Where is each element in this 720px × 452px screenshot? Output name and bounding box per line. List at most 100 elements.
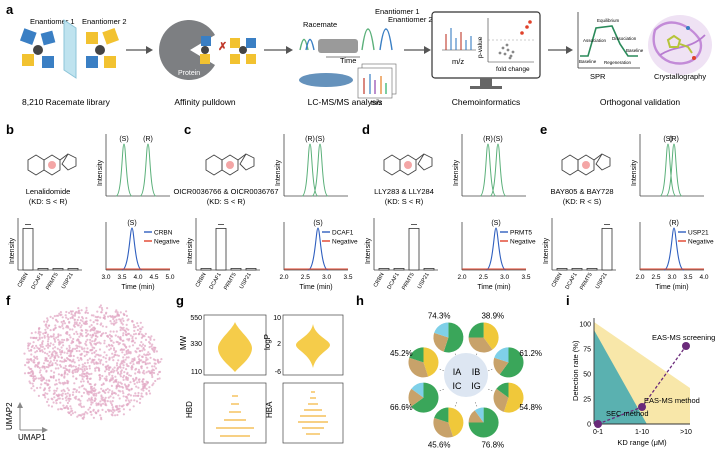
umap-point	[122, 392, 125, 395]
umap-point	[131, 366, 134, 369]
umap-point	[70, 413, 73, 416]
umap-point	[33, 347, 36, 350]
umap-point	[89, 334, 92, 337]
umap-point	[133, 357, 136, 360]
umap-point	[117, 354, 120, 357]
ms-mz-label: m/z	[371, 100, 383, 107]
umap-point	[100, 395, 103, 398]
umap-point	[104, 410, 107, 413]
umap-point	[143, 335, 146, 338]
umap-point	[81, 366, 84, 369]
umap-point	[146, 366, 149, 369]
umap-point	[140, 367, 143, 370]
umap-point	[40, 379, 44, 382]
umap-point	[52, 401, 55, 404]
bar-e-prmt5	[586, 268, 598, 271]
pie-chart-5: 45.6%	[428, 402, 464, 450]
umap-point	[44, 359, 47, 362]
umap-point	[60, 320, 63, 324]
umap-point	[54, 362, 57, 365]
logp-tick-low: -6	[275, 369, 281, 376]
umap-point	[134, 326, 137, 329]
umap-point	[119, 329, 122, 332]
umap-point	[99, 342, 102, 345]
umap-point	[89, 377, 92, 380]
umap-point	[88, 364, 91, 368]
umap-point	[73, 382, 76, 385]
umap-point	[108, 371, 111, 375]
umap-point	[98, 374, 101, 377]
umap-point	[108, 348, 111, 351]
umap-point	[43, 394, 46, 397]
umap-point	[49, 375, 52, 378]
umap-point	[112, 322, 115, 325]
umap-point	[127, 402, 130, 405]
bot-xtick-d-3: 3.5	[521, 274, 530, 281]
umap-point	[66, 337, 69, 341]
spr-baseline-label: Baseline	[579, 59, 597, 64]
umap-point	[51, 362, 54, 365]
top-peak-label-c-0: (R)	[305, 136, 315, 143]
umap-point	[119, 366, 122, 369]
umap-point	[92, 321, 95, 324]
chart-i-ytick-2: 50	[583, 372, 591, 379]
umap-point	[135, 376, 138, 379]
top-peak-label-b-0: (S)	[119, 136, 128, 143]
umap-point	[44, 331, 47, 334]
umap-point	[53, 315, 56, 318]
umap-point	[110, 344, 113, 347]
umap-point	[90, 385, 93, 388]
umap-point	[137, 391, 140, 395]
umap-point	[57, 338, 60, 341]
umap-point	[25, 361, 29, 364]
umap-point	[28, 349, 31, 352]
spr-label: SPR	[590, 72, 606, 81]
umap-point	[92, 314, 95, 317]
umap-point	[138, 327, 142, 330]
umap-point	[123, 313, 126, 316]
center-label-ic: IC	[453, 381, 463, 391]
umap-point	[52, 376, 55, 379]
umap-point	[105, 404, 108, 407]
bar-cat-label-d-2: PRMT5	[401, 272, 416, 291]
chart-i-ylabel: Detection rate (%)	[571, 340, 580, 401]
umap-point	[41, 343, 44, 346]
step-label-pulldown: Affinity pulldown	[174, 97, 236, 107]
umap-point	[46, 392, 49, 395]
umap-point	[139, 397, 142, 400]
logp-axis-label: logP	[263, 334, 272, 350]
umap-point	[111, 392, 114, 395]
umap-point	[137, 394, 140, 397]
umap-point	[148, 346, 151, 349]
compound-structure-e	[561, 153, 611, 176]
umap-point	[97, 366, 100, 369]
bar-ylabel-b: Intensity	[9, 237, 16, 264]
umap-point	[122, 408, 125, 411]
umap-point	[128, 408, 131, 411]
umap-point	[151, 384, 154, 387]
logp-tick-high: 10	[273, 315, 281, 322]
bar-cat-label-c-1: DCAF1	[209, 272, 223, 291]
umap-point	[68, 321, 71, 324]
umap-point	[78, 342, 81, 345]
bot-xtick-c-1: 2.5	[301, 274, 310, 281]
umap-point	[87, 408, 90, 411]
umap-point	[52, 343, 55, 346]
umap-point	[61, 381, 64, 385]
umap-point	[80, 358, 83, 361]
umap-point	[37, 377, 41, 380]
umap-point	[54, 340, 57, 343]
umap-point	[109, 371, 113, 374]
umap-point	[28, 380, 31, 383]
umap-point	[138, 380, 141, 384]
umap-point	[93, 342, 96, 345]
mw-tick-mid: 330	[190, 341, 202, 348]
umap-point	[121, 351, 124, 354]
umap-point	[108, 357, 111, 360]
umap-point	[126, 378, 129, 381]
pie-slice-3-2	[496, 382, 509, 398]
bot-xtick-c-2: 3.0	[322, 274, 331, 281]
pie-slice-5-2	[434, 407, 449, 423]
umap-point	[71, 412, 74, 415]
